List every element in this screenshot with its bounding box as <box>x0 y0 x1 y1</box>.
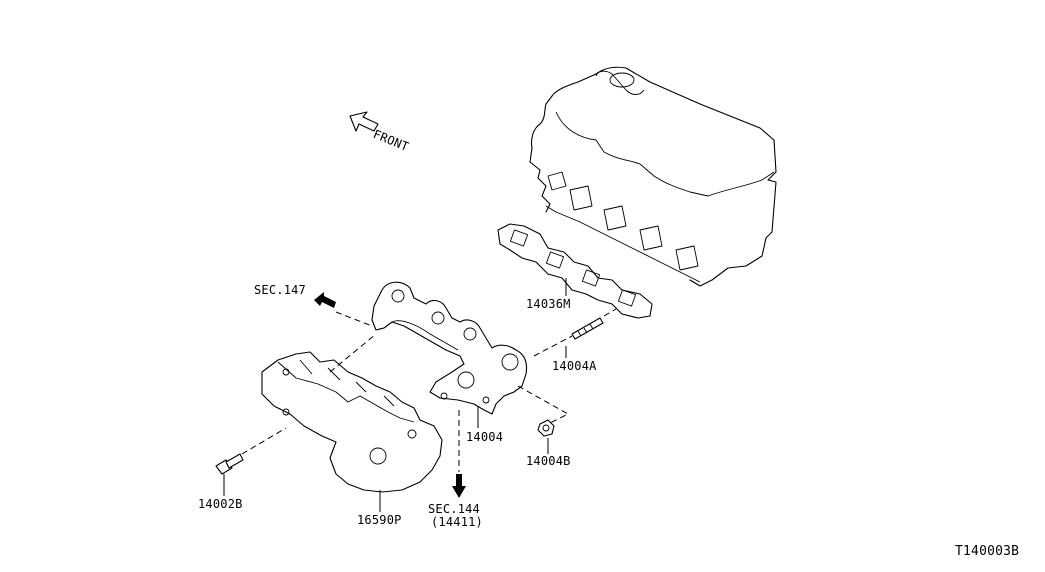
figure-reference-id: T140003B <box>955 544 1020 559</box>
callout-sec144: SEC.144 <box>428 502 480 516</box>
engine-block <box>529 66 777 287</box>
gasket-14036M <box>497 223 653 319</box>
sec144-arrow-icon <box>452 474 466 498</box>
callout-sec147: SEC.147 <box>254 283 306 297</box>
callout-14036M: 14036M <box>526 297 571 311</box>
callout-14004: 14004 <box>466 430 504 444</box>
callout-14004B: 14004B <box>526 454 571 468</box>
callout-14002B: 14002B <box>198 497 243 511</box>
bolt-14002B <box>215 453 244 475</box>
exhaust-manifold-14004 <box>371 281 528 415</box>
sec147-arrow-icon <box>314 292 336 308</box>
nut-14004B <box>537 419 555 437</box>
stud-14004A <box>571 317 604 340</box>
callout-16590P: 16590P <box>357 513 402 527</box>
front-arrow-icon <box>349 111 379 132</box>
callout-sec144-sub: (14411) <box>431 515 483 529</box>
heat-shield-16590P <box>261 351 443 493</box>
callout-14004A: 14004A <box>552 359 597 373</box>
